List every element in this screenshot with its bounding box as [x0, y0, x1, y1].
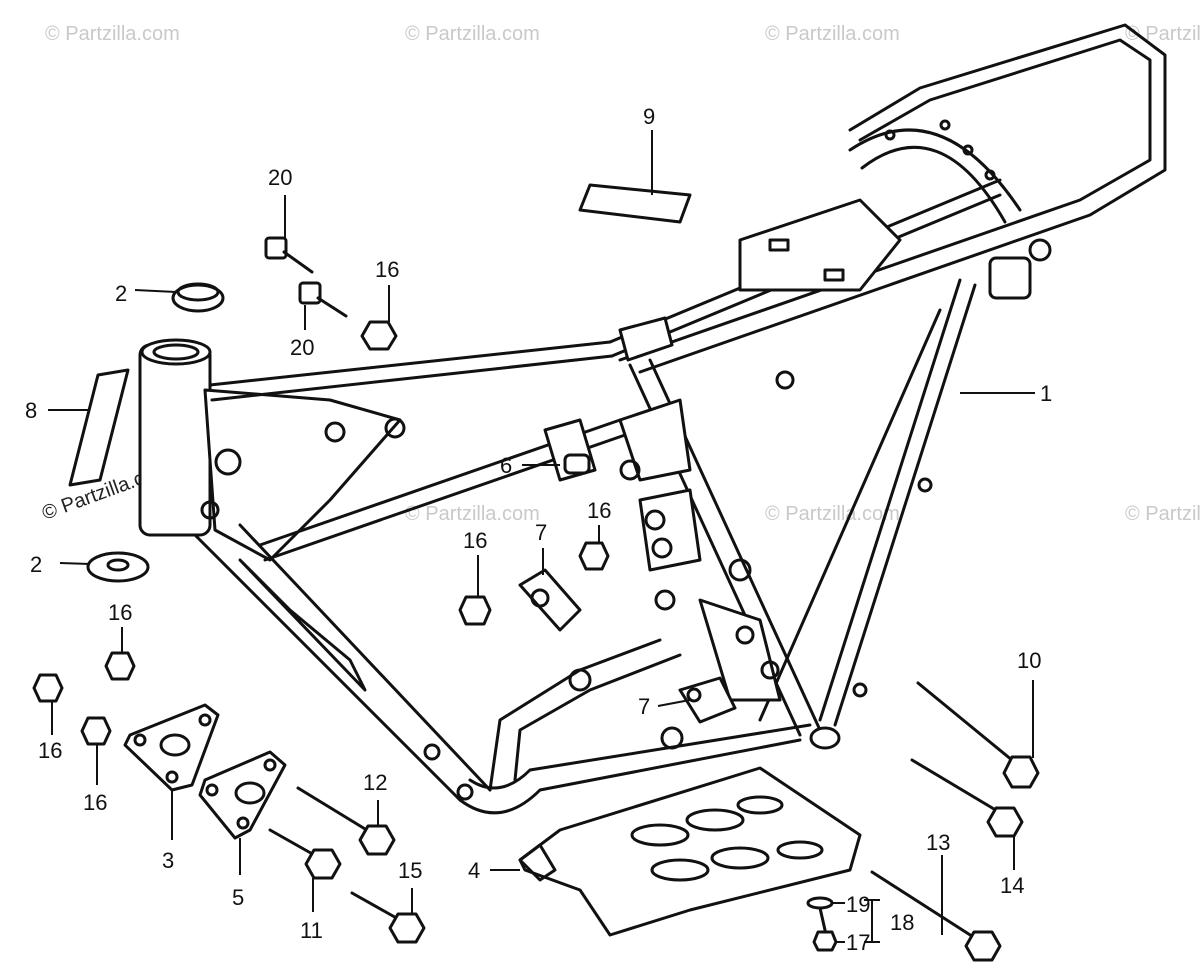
callout-6: 6 — [500, 453, 512, 478]
callout-20: 20 — [268, 165, 292, 190]
callout-3: 3 — [162, 848, 174, 873]
callout-15: 15 — [398, 858, 422, 883]
callout-2: 2 — [115, 281, 127, 306]
callout-16: 16 — [587, 498, 611, 523]
nut-icon — [578, 541, 610, 571]
callout-16: 16 — [463, 528, 487, 553]
nut-icon — [80, 716, 112, 746]
bracket-icon — [123, 703, 220, 792]
callout-16: 16 — [375, 257, 399, 282]
callout-10: 10 — [1017, 648, 1041, 673]
callout-9: 9 — [643, 104, 655, 129]
washer-icon — [171, 282, 225, 313]
callout-4: 4 — [468, 858, 480, 883]
bracket-icon — [678, 676, 737, 724]
bolt-icon — [916, 681, 1040, 789]
callout-2: 2 — [30, 552, 42, 577]
callout-18: 18 — [890, 910, 914, 935]
callout-7: 7 — [535, 520, 547, 545]
callout-19: 19 — [846, 892, 870, 917]
bracket-icon — [198, 750, 287, 840]
skid-plate-icon — [518, 766, 862, 937]
callout-14: 14 — [1000, 873, 1024, 898]
leader-lines — [48, 130, 1035, 943]
label-decal-icon — [578, 183, 692, 224]
watermark: © Partzilla.com — [45, 23, 180, 45]
callout-8: 8 — [25, 398, 37, 423]
bolt-icon — [806, 896, 838, 952]
callout-16: 16 — [83, 790, 107, 815]
bolt-icon — [298, 281, 348, 318]
callout-16: 16 — [108, 600, 132, 625]
callout-5: 5 — [232, 885, 244, 910]
bolt-icon — [268, 828, 342, 880]
bolt-icon — [264, 236, 314, 274]
motorcycle-frame-icon — [138, 23, 1167, 815]
callout-11: 11 — [300, 918, 323, 943]
bolt-icon — [296, 786, 396, 856]
nut-icon — [458, 595, 492, 626]
watermark: © Partzilla.com — [405, 23, 540, 45]
nut-icon — [104, 651, 136, 681]
callout-7: 7 — [638, 694, 650, 719]
watermark: © Partzilla.com — [765, 503, 900, 525]
nut-icon — [360, 320, 398, 351]
washer-icon — [86, 551, 150, 583]
callout-16: 16 — [38, 738, 62, 763]
callout-12: 12 — [363, 770, 387, 795]
bolt-icon — [350, 891, 426, 944]
label-decal-icon — [68, 368, 130, 487]
watermark: © Partzilla.com — [765, 23, 900, 45]
bracket-icon — [518, 568, 582, 632]
watermark: © Partzilla.com — [1125, 503, 1200, 525]
callout-17: 17 — [846, 930, 870, 955]
bolt-icon — [870, 870, 1002, 962]
callout-13: 13 — [926, 830, 950, 855]
callout-20: 20 — [290, 335, 314, 360]
watermark: © Partzilla.com — [405, 503, 540, 525]
callout-labels: 1 2 2 3 4 5 6 7 7 8 9 10 11 12 13 14 15 … — [25, 104, 1052, 955]
bracket-icon — [543, 418, 597, 482]
callout-1: 1 — [1040, 381, 1052, 406]
nut-icon — [32, 673, 64, 703]
